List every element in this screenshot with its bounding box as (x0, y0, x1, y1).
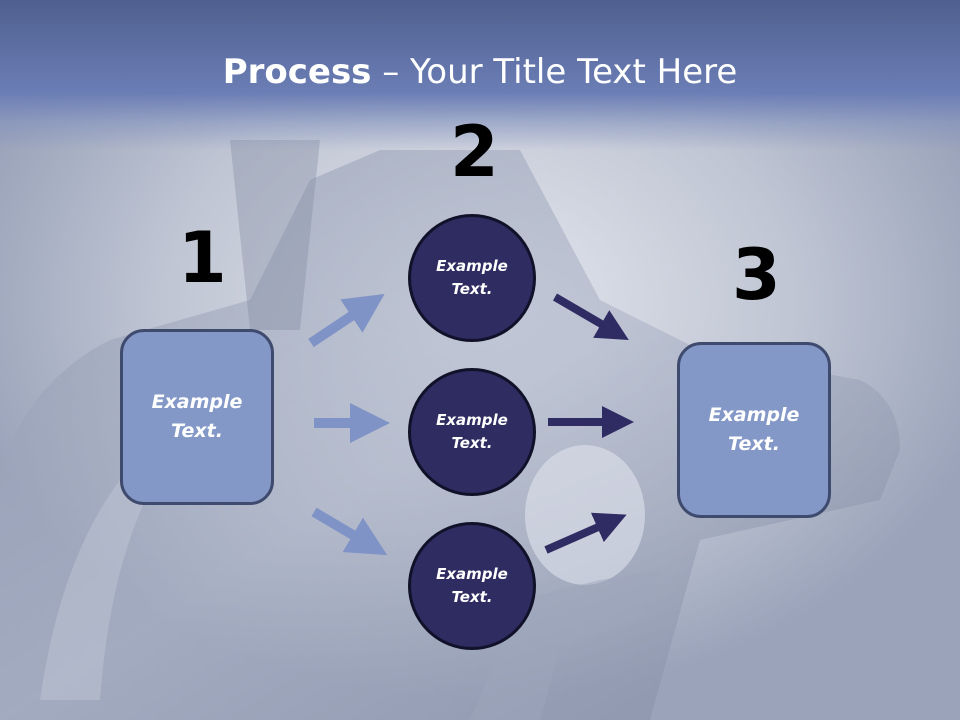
title-rest: – Your Title Text Here (371, 52, 738, 92)
circle-2-line2: Text. (451, 434, 493, 452)
arrow-to-circle-1 (308, 293, 385, 348)
step-number-2: 2 (450, 111, 499, 193)
slide-title: Process – Your Title Text Here (0, 52, 960, 92)
circle-3-line1: Example (436, 565, 508, 583)
circle-3-line2: Text. (451, 588, 493, 606)
left-box-line1: Example (151, 391, 243, 413)
left-box-line2: Text. (171, 420, 223, 442)
arrow-from-circle-3 (544, 512, 627, 554)
title-bold: Process (222, 52, 372, 92)
arrow-to-circle-3 (311, 507, 388, 556)
circle-1-line1: Example (436, 257, 508, 275)
arrow-from-circle-1 (552, 293, 629, 341)
circle-1-line2: Text. (451, 280, 493, 298)
title-band (0, 0, 960, 150)
right-box-line1: Example (708, 404, 800, 426)
step-number-1: 1 (178, 217, 227, 299)
step-number-3: 3 (732, 234, 781, 316)
circle-2-line1: Example (436, 411, 508, 429)
right-box-line2: Text. (728, 433, 780, 455)
